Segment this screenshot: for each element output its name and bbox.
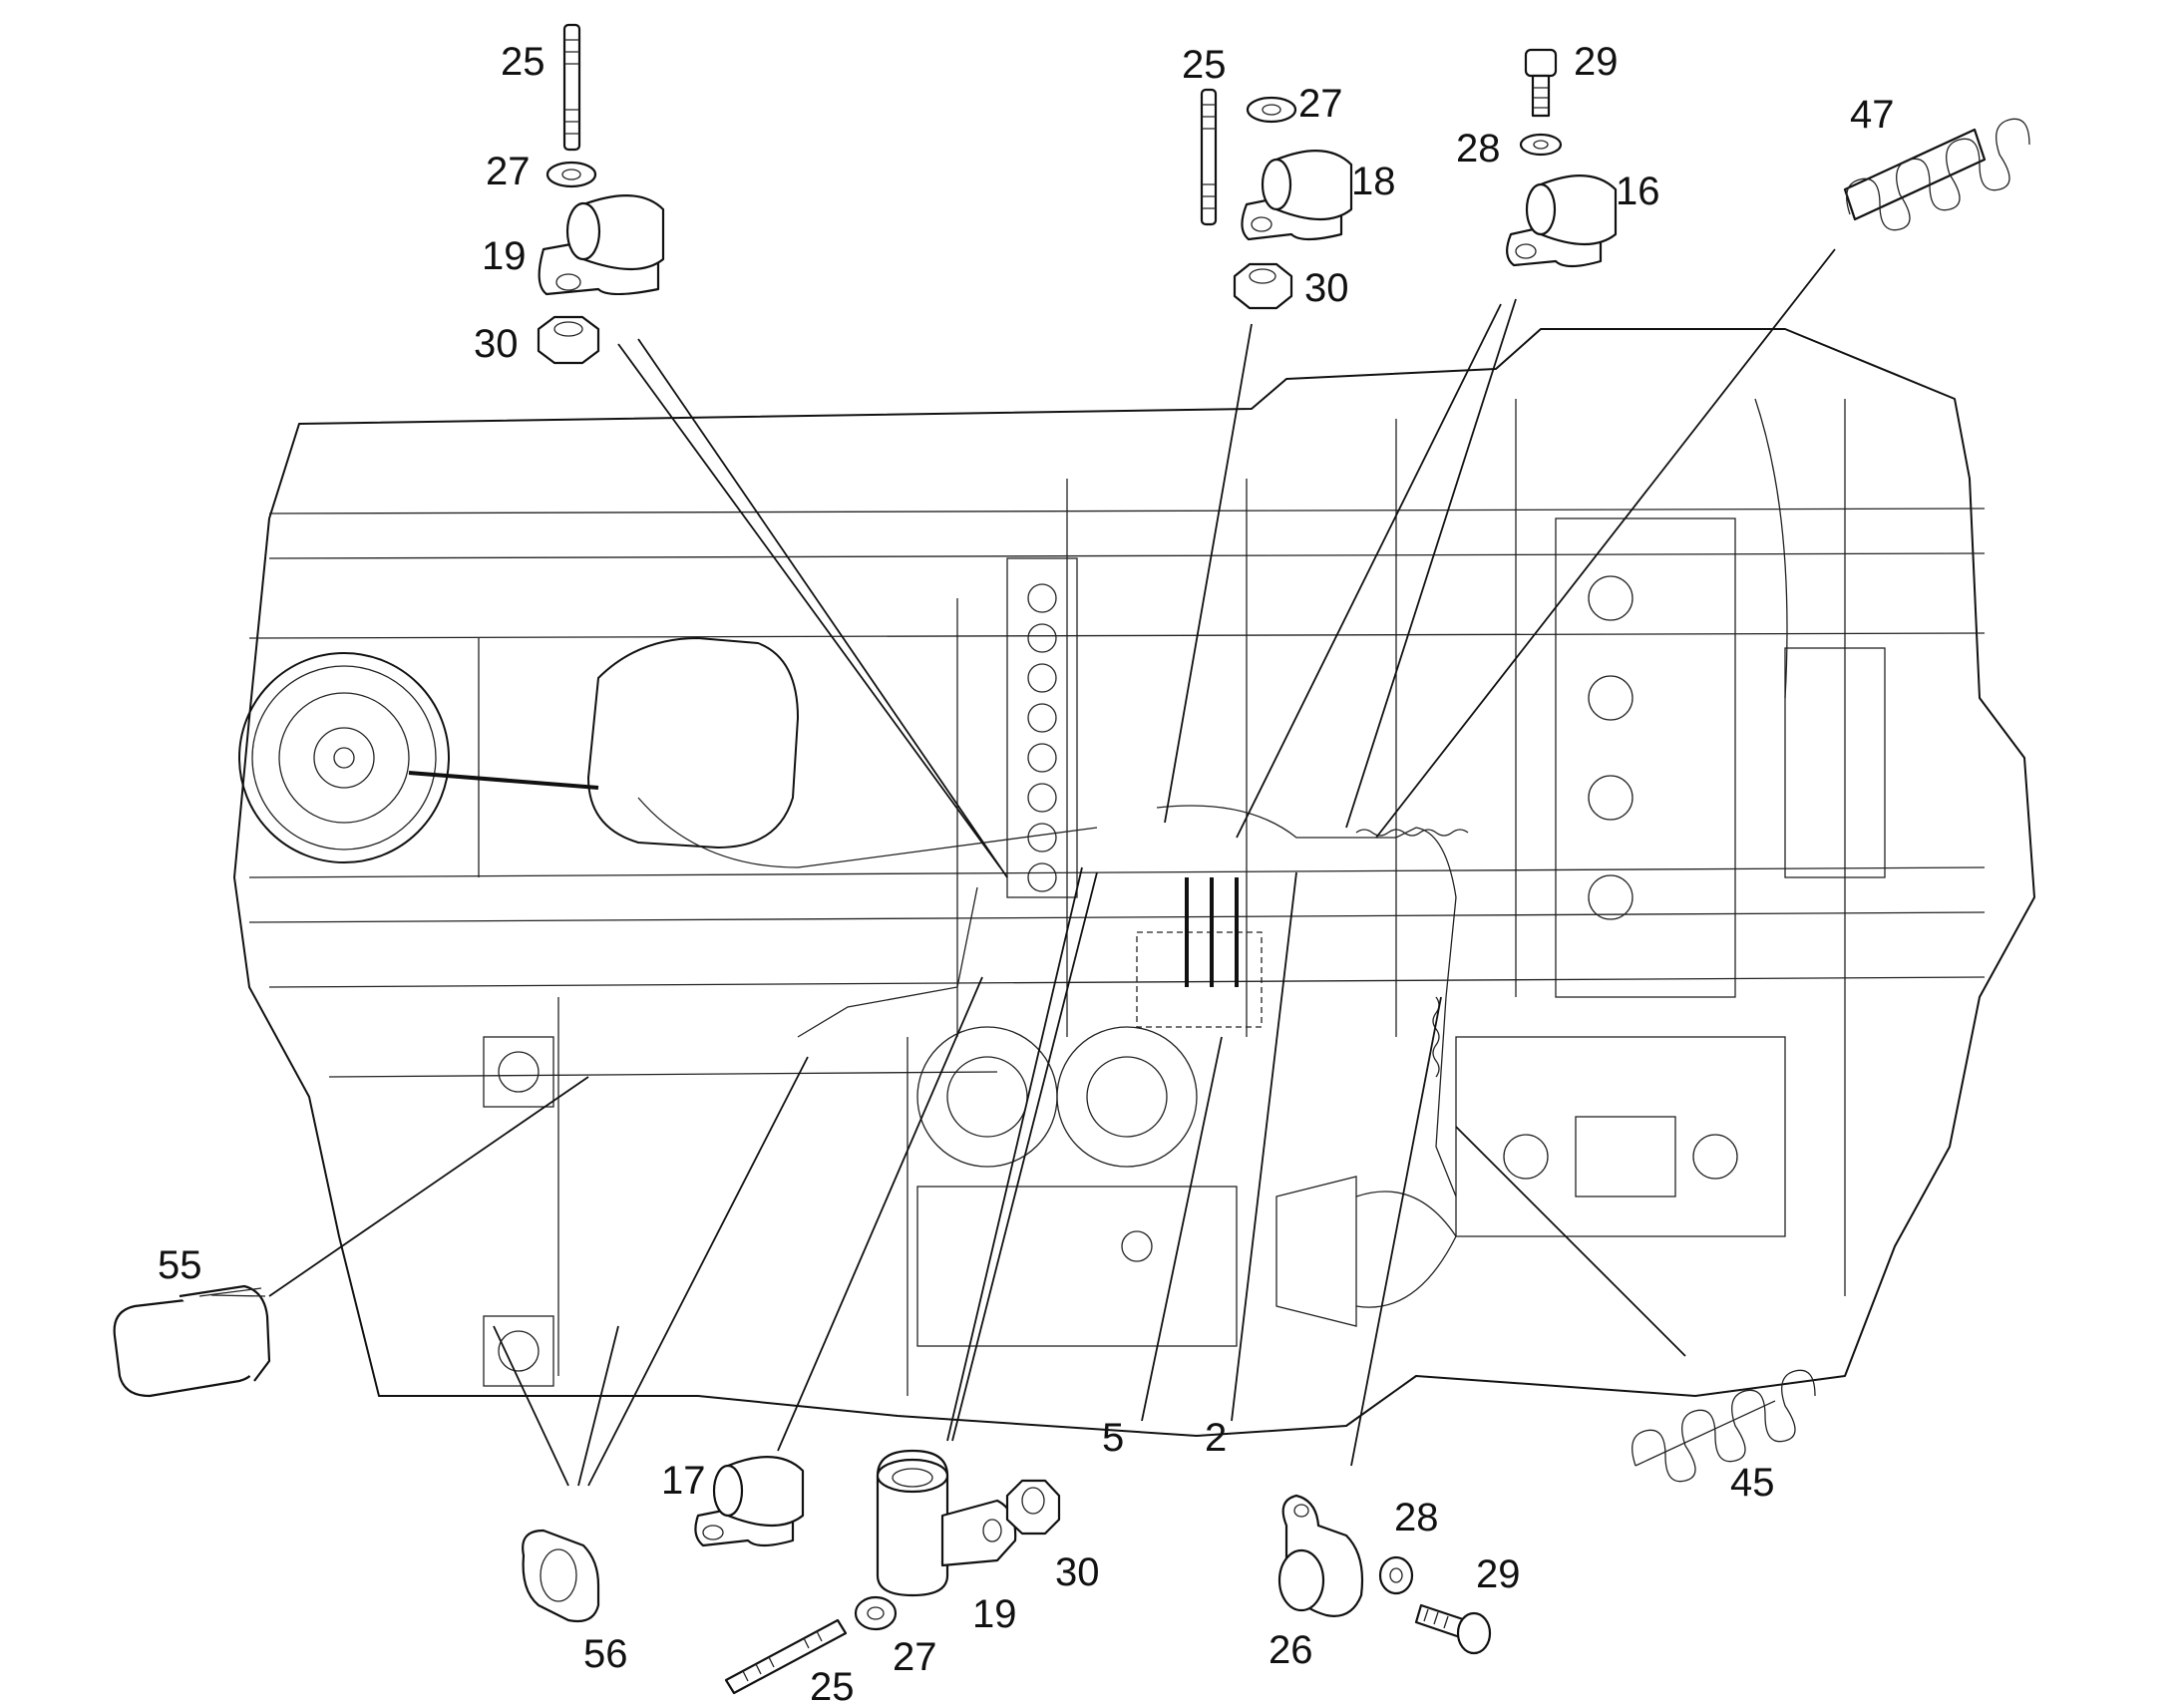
clamp-17 [694, 1456, 805, 1547]
stud-25-top-left [562, 23, 581, 152]
callout-25-bottom: 25 [810, 1665, 855, 1708]
spring-47 [1843, 118, 2030, 231]
washer-27-top-mid [1246, 96, 1297, 124]
callout-18: 18 [1351, 160, 1396, 203]
callout-28-bottom: 28 [1394, 1496, 1439, 1539]
callout-25-top-mid: 25 [1182, 43, 1227, 87]
spring-45 [1632, 1369, 1816, 1483]
callout-26: 26 [1269, 1628, 1313, 1672]
callout-19-top-left: 19 [482, 234, 527, 278]
leader-lines [268, 248, 1836, 1487]
callout-29-bottom: 29 [1476, 1552, 1521, 1596]
callout-27-top-mid: 27 [1298, 82, 1343, 126]
callout-30-bottom: 30 [1055, 1550, 1100, 1594]
callout-25-top-left: 25 [501, 40, 545, 84]
stud-25-top-mid [1200, 88, 1218, 226]
clamp-19-top-left [538, 194, 665, 296]
callout-30-top-left: 30 [474, 322, 519, 366]
washer-27-top-left [545, 161, 597, 188]
callout-2: 2 [1205, 1416, 1227, 1460]
machine-frame [233, 328, 2035, 1437]
stud-25-bottom [724, 1618, 848, 1695]
callout-28-top: 28 [1456, 127, 1501, 171]
nut-30-top-left [537, 315, 600, 365]
nut-30-bottom [1005, 1479, 1061, 1536]
clamp-16 [1506, 174, 1618, 268]
callout-29-top: 29 [1574, 40, 1619, 84]
callout-labels: 25 27 19 30 25 27 18 30 29 28 16 47 55 5… [158, 40, 1895, 1708]
nut-30-top-mid [1233, 262, 1293, 310]
callout-16: 16 [1616, 170, 1660, 213]
callout-55: 55 [158, 1243, 202, 1287]
callout-45: 45 [1730, 1461, 1775, 1505]
clamp-19-bottom [876, 1449, 1017, 1597]
clamp-26 [1277, 1494, 1364, 1617]
grommet-56 [522, 1529, 600, 1623]
clamp-18 [1241, 150, 1353, 241]
callout-47: 47 [1850, 93, 1895, 137]
screw-29-top [1524, 48, 1558, 118]
washer-28-bottom [1378, 1555, 1414, 1595]
washer-28-top [1519, 133, 1563, 157]
callout-17: 17 [661, 1459, 706, 1503]
grommet-55 [113, 1284, 271, 1398]
callout-56: 56 [583, 1632, 628, 1676]
screw-29-bottom [1414, 1603, 1492, 1655]
washer-27-bottom [854, 1595, 898, 1631]
callout-27-bottom: 27 [893, 1635, 937, 1679]
callout-27-top-left: 27 [486, 150, 531, 193]
callout-5: 5 [1102, 1416, 1124, 1460]
callout-19-bottom: 19 [972, 1592, 1017, 1636]
callout-30-top-mid: 30 [1304, 266, 1349, 310]
